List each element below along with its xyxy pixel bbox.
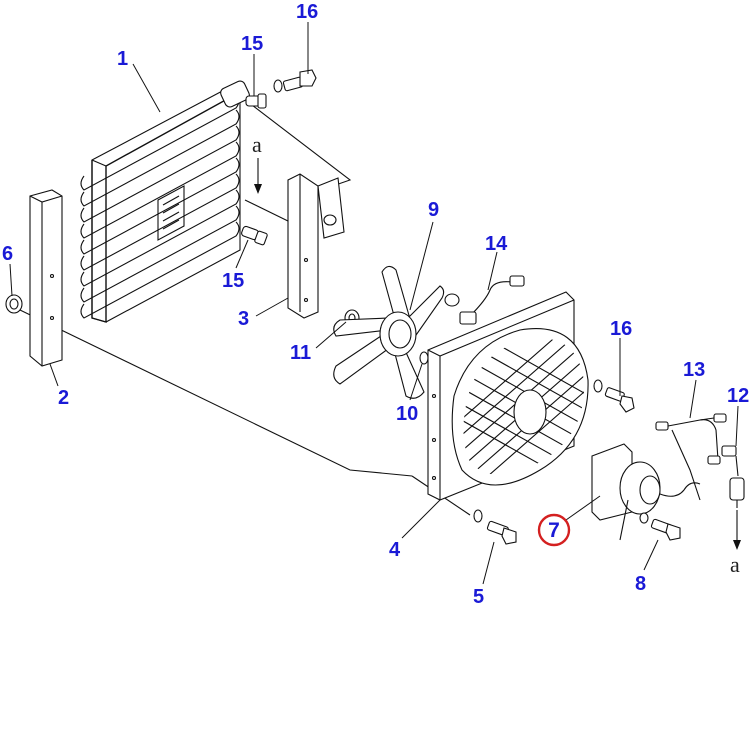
left-bracket-2 [29,189,63,367]
callout-13: 13 [683,359,705,381]
fan-blade-9 [333,265,445,399]
callout-10: 10 [396,403,418,425]
fan-shroud-4 [427,291,589,501]
callout-1: 1 [117,48,128,70]
fitting-15-top [245,93,267,109]
callout-2: 2 [58,387,69,409]
callout-15-bottom: 15 [222,270,244,292]
fitting-15-bottom [241,225,268,246]
assembly-guide-lines [19,101,471,516]
fan-motor-7 [591,443,701,541]
bolt-16-top [273,69,317,93]
connector-12 [721,445,745,508]
callout-5: 5 [473,586,484,608]
harness-14 [444,275,525,325]
highlight-circle [537,513,571,547]
reference-arrow-top: a [252,132,262,194]
callout-7-highlighted: 7 [537,513,571,547]
middle-bracket-3 [287,173,345,319]
callout-3: 3 [238,308,249,330]
reference-label-a-top: a [252,132,262,157]
reference-label-a-bottom: a [730,552,740,577]
reference-arrow-bottom: a [730,510,741,577]
callout-9: 9 [428,199,439,221]
bolt-5 [473,509,517,545]
leader-lines [9,22,739,585]
callout-labels: 1 2 3 4 5 6 7 8 9 10 11 12 13 14 15 15 1… [2,1,749,608]
condenser-tubes [80,93,240,319]
callout-11: 11 [290,342,311,364]
callout-7: 7 [548,519,560,542]
callout-14: 14 [485,233,508,255]
callout-4: 4 [389,539,401,561]
fan-guard-grille [463,338,585,475]
nut-6 [5,294,23,314]
bolt-16-right [593,379,635,413]
condenser-core [80,80,250,323]
condenser-badge [157,185,185,241]
callout-8: 8 [635,573,646,595]
callout-6: 6 [2,243,13,265]
washer-10 [419,351,429,365]
callout-12: 12 [727,385,749,407]
callout-16-top: 16 [296,1,318,23]
callout-15-top: 15 [241,33,263,55]
harness-13 [655,413,727,501]
bolt-8 [639,512,681,541]
callout-16-right: 16 [610,318,632,340]
